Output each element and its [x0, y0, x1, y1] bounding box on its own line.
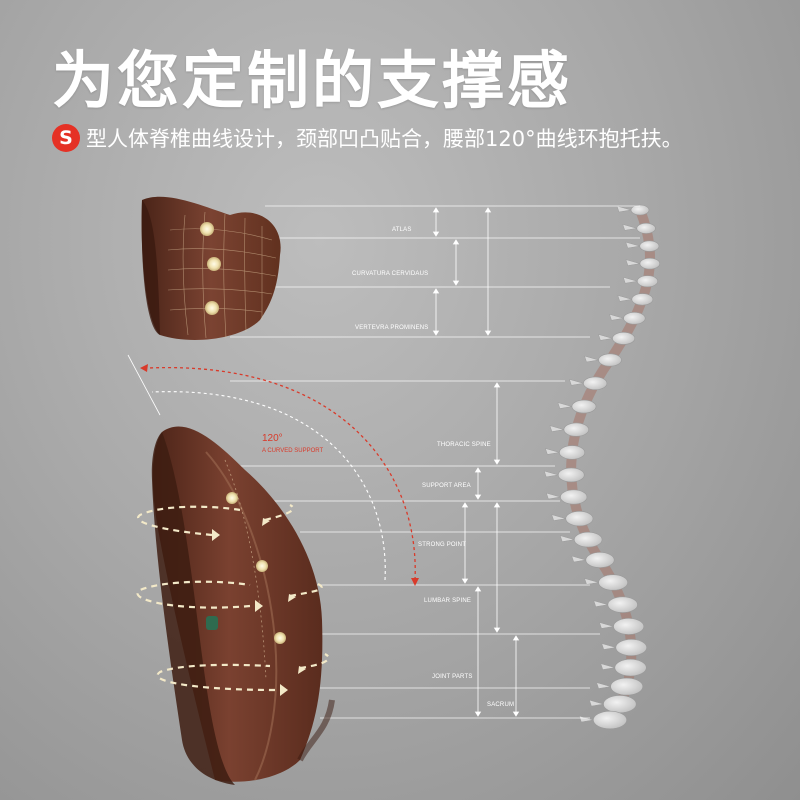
- massage-node-icon: [226, 492, 238, 504]
- label-atlas: ATLAS: [392, 227, 412, 233]
- label-support-area: SUPPORT AREA: [422, 483, 471, 489]
- massage-node-icon: [205, 301, 219, 315]
- rotation-arrows: [136, 504, 330, 692]
- vertebra: [583, 376, 608, 391]
- vertebra-process: [584, 578, 599, 585]
- vertebra: [571, 399, 597, 414]
- massage-node-icon: [200, 222, 214, 236]
- rotation-arrowheads: [212, 518, 306, 696]
- red-arrowhead-left-icon: [140, 364, 148, 372]
- vertebra: [623, 312, 646, 325]
- subline-text: 型人体脊椎曲线设计，颈部凹凸贴合，腰部120°曲线环抱托扶。: [86, 127, 683, 151]
- zipper-pull-icon: [206, 616, 218, 630]
- massage-node-icon: [256, 560, 268, 572]
- vertebra: [614, 658, 647, 677]
- vertebra-process: [578, 715, 594, 723]
- vertebra-process: [622, 223, 637, 231]
- vertebra-process: [549, 425, 564, 432]
- dimension-lines: [432, 207, 520, 717]
- arrowhead-right-icon: [255, 600, 263, 612]
- vertebra: [598, 353, 622, 367]
- label-thoracic-spine: THORACIC SPINE: [437, 442, 491, 448]
- angle-caption: A CURVED SUPPORT: [262, 448, 323, 454]
- dimension-labels: ATLAS CURVATURA CERVIDAUS VERTEVRA PROMI…: [352, 227, 514, 708]
- label-joint-parts: JOINT PARTS: [432, 674, 473, 680]
- vertebra-process: [543, 470, 559, 478]
- arrowhead-left-icon: [262, 518, 270, 526]
- vertebra-process: [617, 294, 632, 302]
- vertebra: [560, 489, 588, 505]
- vertebra: [563, 422, 589, 437]
- vertebra: [615, 638, 648, 657]
- label-vertevra-prominens: VERTEVRA PROMINENS: [355, 325, 429, 331]
- vertebra-process: [557, 402, 572, 409]
- massage-node-icon: [207, 257, 221, 271]
- vertebra: [598, 574, 628, 591]
- vertebra: [613, 618, 645, 635]
- headline: 为您定制的支撑感: [52, 44, 573, 117]
- vertebra: [636, 275, 659, 288]
- label-curvatura-cervidaus: CURVATURA CERVIDAUS: [352, 271, 428, 277]
- arrowhead-left-icon: [288, 594, 296, 602]
- vertebra-process: [559, 535, 575, 542]
- vertebra-process: [599, 622, 614, 629]
- vertebra: [607, 596, 638, 613]
- vertebra: [639, 257, 661, 270]
- label-lumbar-spine: LUMBAR SPINE: [424, 598, 471, 604]
- vertebra: [610, 677, 644, 696]
- red-arrowhead-down-icon: [411, 578, 419, 586]
- vertebra: [631, 293, 654, 306]
- vertebra-process: [609, 313, 624, 321]
- vertebra: [612, 332, 636, 345]
- arrowhead-left-icon: [298, 666, 306, 674]
- vertebra: [630, 204, 650, 216]
- vertebra: [639, 240, 660, 252]
- vertebra-process: [593, 600, 608, 607]
- vertebra: [585, 552, 615, 568]
- massage-node-icon: [274, 632, 286, 644]
- spine-illustration: [543, 204, 661, 730]
- vertebra-process: [622, 276, 638, 284]
- vertebra-process: [600, 663, 615, 670]
- vertebra-process: [601, 643, 616, 650]
- vertebra: [636, 222, 656, 234]
- neck-pillow: [141, 196, 281, 340]
- vertebra-process: [569, 378, 584, 386]
- vertebra: [573, 531, 603, 548]
- guide-lines: [230, 205, 640, 719]
- subline: S 型人体脊椎曲线设计，颈部凹凸贴合，腰部120°曲线环抱托扶。: [52, 122, 683, 154]
- arrowhead-right-icon: [212, 529, 220, 541]
- vertebra: [559, 445, 586, 460]
- s-badge: S: [52, 124, 80, 152]
- vertebra-process: [589, 699, 604, 707]
- vertebra-process: [596, 682, 611, 689]
- vertebra-process: [584, 355, 599, 363]
- vertebra-process: [598, 334, 613, 341]
- label-sacrum: SACRUM: [487, 702, 514, 708]
- vertebra: [593, 710, 627, 730]
- vertebra-process: [551, 514, 566, 521]
- vertebra-process: [616, 205, 632, 213]
- vertebra-process: [571, 555, 586, 563]
- vertebra: [557, 467, 585, 483]
- arrowhead-right-icon: [280, 684, 288, 696]
- curve-arrows: 120° A CURVED SUPPORT: [127, 354, 419, 586]
- angle-degree: 120°: [262, 433, 283, 444]
- label-strong-point: STRONG POINT: [418, 542, 466, 548]
- vertebra-process: [625, 241, 640, 249]
- vertebra-process: [625, 259, 640, 266]
- vertebra: [603, 695, 637, 714]
- vertebra-process: [545, 448, 560, 455]
- vertebra-process: [546, 492, 561, 500]
- vertebra: [565, 511, 594, 527]
